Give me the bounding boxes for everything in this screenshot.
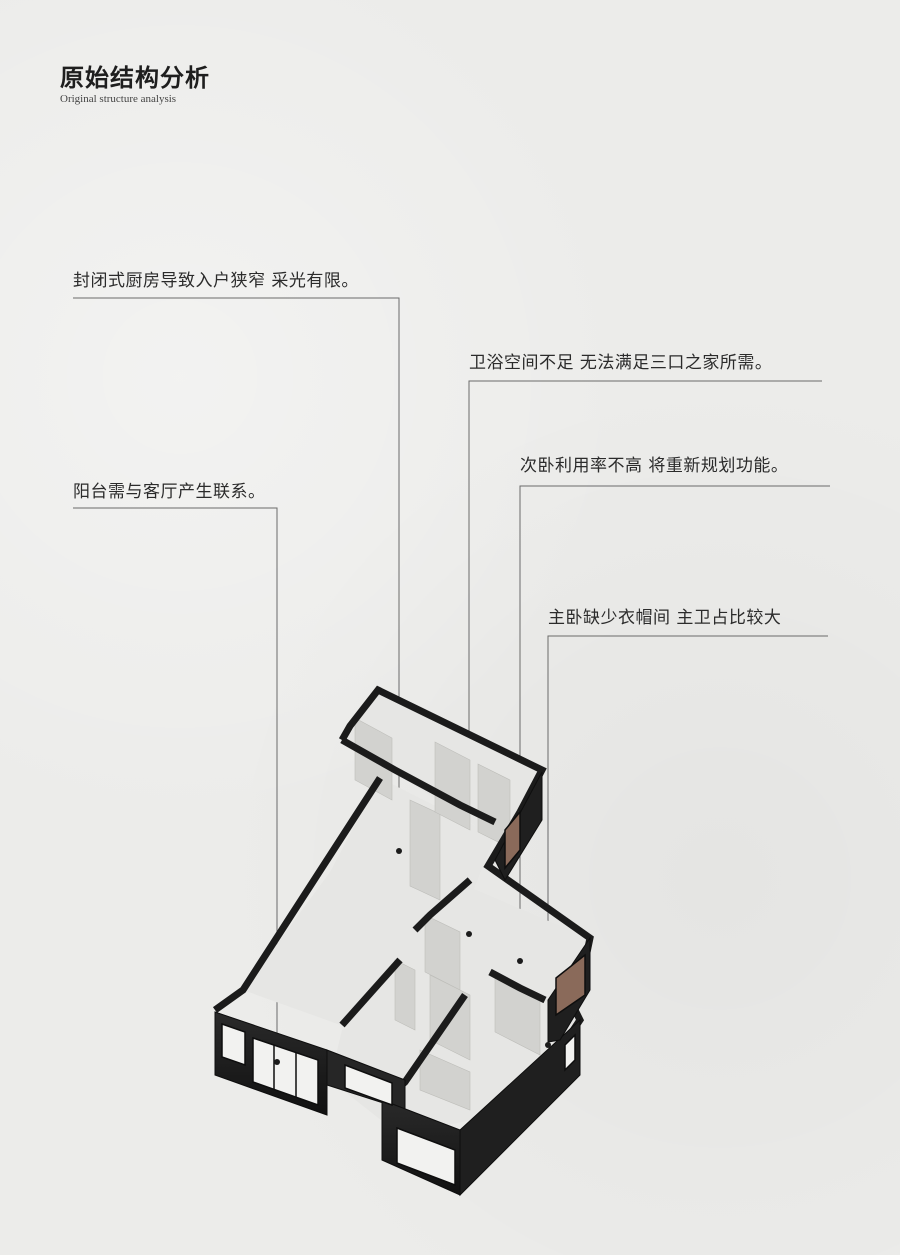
wall-inner-living [339, 957, 403, 1028]
annotation-second-bedroom: 次卧利用率不高 将重新规划功能。 [520, 456, 789, 476]
wall-inner-kitchen [340, 736, 497, 826]
dot-bathroom [466, 931, 472, 937]
windows [221, 809, 586, 1187]
window-balcony [252, 1036, 319, 1107]
window-balcony-side [221, 1022, 246, 1067]
leader-line-kitchen [73, 297, 400, 850]
wall-inner-ensuite [488, 968, 547, 1004]
partition-living [394, 959, 416, 1031]
window-east-small [564, 1033, 576, 1072]
annotation-master-bedroom: 主卧缺少衣帽间 主卫占比较大 [548, 608, 782, 628]
dot-balcony [274, 1059, 280, 1065]
window-east-kitchen [504, 809, 521, 871]
face-southeast [459, 1018, 581, 1197]
wall-north [338, 685, 547, 814]
window-middle [344, 1063, 393, 1107]
leader-line-balcony [73, 507, 278, 1062]
annotation-kitchen: 封闭式厨房导致入户狭窄 采光有限。 [73, 271, 359, 291]
dot-second-bedroom [517, 958, 523, 964]
annotation-bathroom: 卫浴空间不足 无法满足三口之家所需。 [469, 353, 773, 373]
dot-kitchen [396, 848, 402, 854]
window-east-bedroom [555, 953, 586, 1017]
wall-inner-bath [412, 877, 473, 933]
interior-walls [354, 717, 541, 1111]
leader-dots [274, 848, 551, 1065]
annotation-balcony: 阳台需与客厅产生联系。 [73, 482, 266, 502]
dot-master-bedroom [545, 1042, 551, 1048]
leader-line-second-bedroom [519, 485, 830, 961]
window-south [396, 1126, 456, 1187]
page-subtitle: Original structure analysis [60, 93, 177, 105]
page-title: 原始结构分析 [60, 64, 210, 92]
wall-west [212, 776, 383, 1013]
partition-corridor [409, 799, 441, 901]
partition-south [419, 1049, 471, 1111]
